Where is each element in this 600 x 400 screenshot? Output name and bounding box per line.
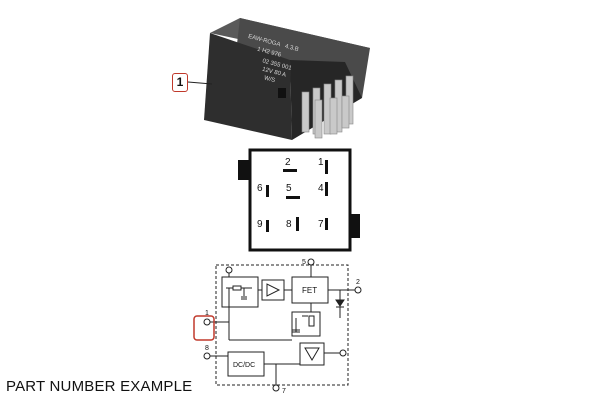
fet-label: FET <box>302 286 317 295</box>
pin-7-label: 7 <box>318 219 324 230</box>
terminal-8-label: 8 <box>205 345 209 352</box>
terminal-1-label: 1 <box>205 310 209 317</box>
relay-label-line2: 4.3.B <box>284 44 299 53</box>
terminal-7-label: 7 <box>282 388 286 395</box>
pin-4-label: 4 <box>318 183 324 194</box>
pin-2-label: 2 <box>285 157 291 168</box>
pin-5-label: 5 <box>286 183 292 194</box>
pin-1-label: 1 <box>318 157 324 168</box>
callout-label: 1 <box>172 73 188 92</box>
schematic-diagram: FET DC/DC 5 2 1 8 7 <box>193 258 362 395</box>
relay-photo: EAW-ROGA 4.3.B 1 H2 976 02 355 001 12V 8… <box>187 18 370 140</box>
relay-label-line6: W/S <box>263 75 276 84</box>
pin-6-label: 6 <box>257 183 263 194</box>
pin-8-label: 8 <box>286 219 292 230</box>
terminal-2-label: 2 <box>356 279 360 286</box>
pinout-diagram: 2 1 6 5 4 9 8 7 <box>238 148 360 252</box>
pin-9-label: 9 <box>257 219 263 230</box>
terminal-5-label: 5 <box>302 259 306 266</box>
dcdc-label: DC/DC <box>233 362 255 369</box>
caption: PART NUMBER EXAMPLE <box>6 378 193 395</box>
